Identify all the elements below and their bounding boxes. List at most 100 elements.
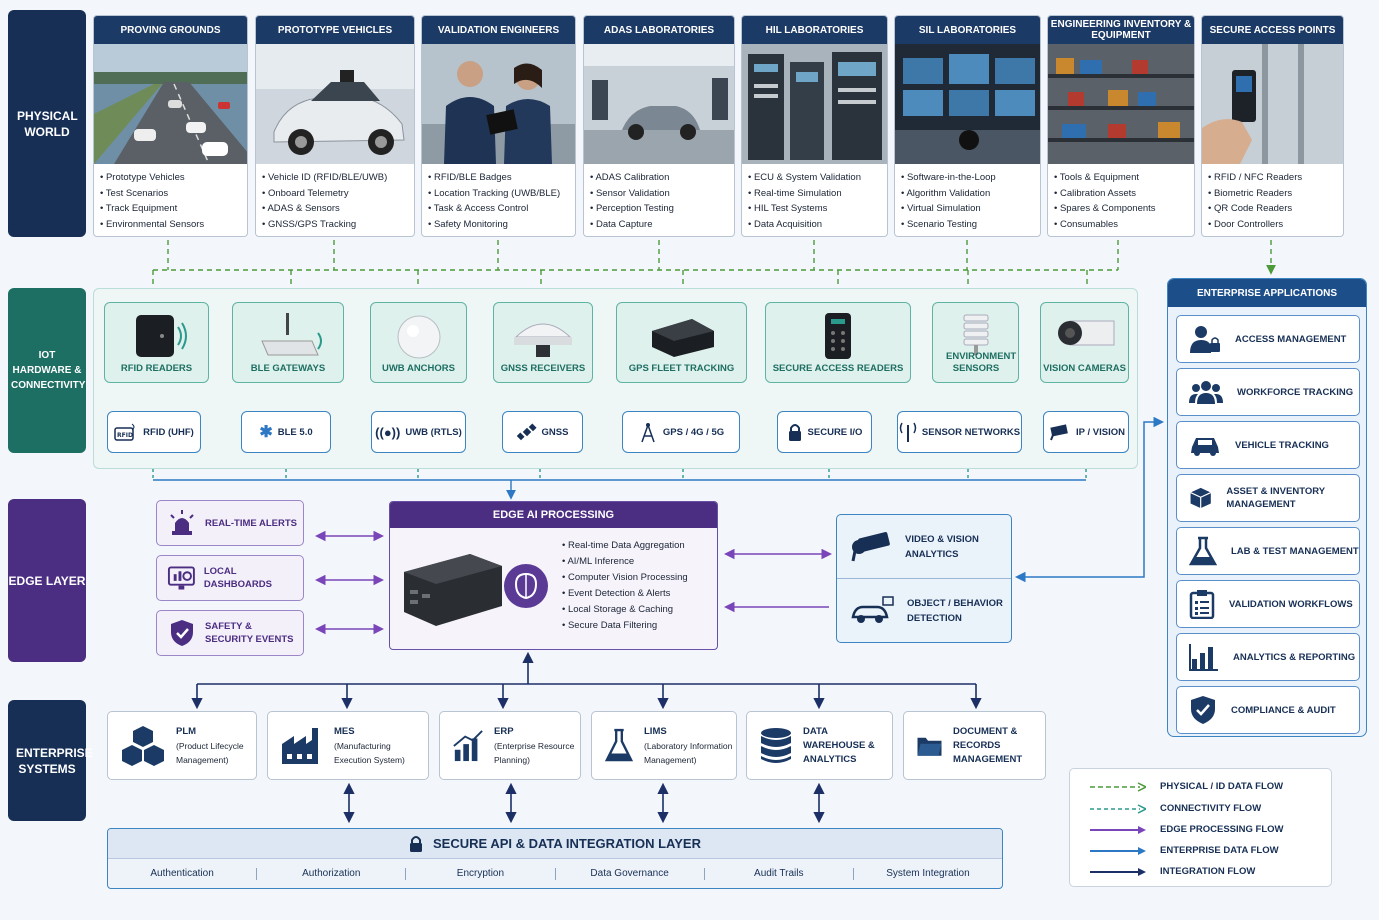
edge-main-title: EDGE AI PROCESSING: [390, 502, 717, 528]
green-dashed-arrow-icon: [1090, 781, 1146, 792]
dashboard-monitor-icon: [167, 566, 195, 590]
system-title: DATA WAREHOUSE & ANALYTICS: [803, 725, 875, 765]
edge-side-label: SAFETY & SECURITY EVENTS: [205, 621, 294, 645]
card-title: PROTOTYPE VEHICLES: [256, 16, 414, 44]
layer-label-enterprise: ENTERPRISE SYSTEMS: [8, 700, 93, 821]
protocol-ip-vision: IP / VISION: [1043, 411, 1129, 453]
device-label: UWB ANCHORS: [381, 363, 455, 374]
device-label: VISION CAMERAS: [1043, 363, 1126, 374]
api-feature: Authorization: [257, 867, 407, 880]
edge-main-item: Computer Vision Processing: [562, 570, 688, 586]
card-title: ADAS LABORATORIES: [584, 16, 734, 44]
system-erp: ERP(Enterprise Resource Planning): [439, 711, 581, 780]
bar-chart-icon: [453, 729, 483, 761]
card-item: GNSS/GPS Tracking: [262, 217, 408, 233]
card-prototype-vehicles: PROTOTYPE VEHICLES Vehicle ID (RFID/BLE/…: [255, 15, 415, 237]
adas-lab-image: [584, 44, 734, 164]
protocol-label: IP / VISION: [1076, 426, 1125, 438]
protocol-ble: ✱ BLE 5.0: [241, 411, 331, 453]
lab-flask-icon: [604, 728, 634, 761]
object-behavior-detection: OBJECT / BEHAVIOR DETECTION: [837, 579, 1011, 642]
lock-icon: [410, 835, 423, 852]
keypad-reader-icon: [825, 313, 851, 359]
card-item: ECU & System Validation: [748, 170, 881, 186]
device-ble-gateways: BLE GATEWAYS: [232, 302, 344, 383]
car-icon: [1191, 438, 1219, 456]
edge-main-item: AI/ML Inference: [562, 554, 688, 570]
proving-grounds-image: [94, 44, 247, 164]
protocol-secure-io: SECURE I/O: [777, 411, 872, 453]
validation-engineers-image: [422, 44, 575, 164]
app-vehicle-tracking: VEHICLE TRACKING: [1176, 421, 1360, 469]
api-features-row: Authentication Authorization Encryption …: [108, 859, 1002, 888]
legend-item: EDGE PROCESSING FLOW: [1090, 824, 1284, 835]
system-subtitle: (Product Lifecycle Management): [176, 740, 244, 765]
api-layer-header: SECURE API & DATA INTEGRATION LAYER: [108, 829, 1002, 859]
vision-camera-icon: [1057, 320, 1114, 346]
card-item: Track Equipment: [100, 201, 241, 217]
legend: PHYSICAL / ID DATA FLOW CONNECTIVITY FLO…: [1069, 768, 1332, 887]
cctv-camera-icon: [851, 531, 890, 561]
card-item: ADAS & Sensors: [262, 201, 408, 217]
system-plm: PLM(Product Lifecycle Management): [107, 711, 257, 780]
app-label: WORKFORCE TRACKING: [1237, 386, 1354, 398]
system-subtitle: (Manufacturing Execution System): [334, 740, 405, 765]
sensor-antenna-icon: [899, 422, 917, 442]
hil-lab-image: [742, 44, 887, 164]
users-group-icon: [1189, 381, 1223, 404]
database-icon: [761, 727, 791, 763]
secure-api-layer: SECURE API & DATA INTEGRATION LAYER Auth…: [107, 828, 1003, 889]
teal-dashed-arrow-icon: [1090, 803, 1146, 814]
app-workforce-tracking: WORKFORCE TRACKING: [1176, 368, 1360, 416]
card-item: Biometric Readers: [1208, 186, 1337, 202]
legend-label: PHYSICAL / ID DATA FLOW: [1160, 781, 1284, 792]
layer-label-physical: PHYSICAL WORLD: [8, 10, 86, 237]
app-label: ANALYTICS & REPORTING: [1233, 651, 1356, 663]
edge-local-dashboards: LOCAL DASHBOARDS: [156, 555, 304, 601]
app-analytics-reporting: ANALYTICS & REPORTING: [1176, 633, 1360, 681]
card-item: Door Controllers: [1208, 217, 1337, 233]
device-vision-cameras: VISION CAMERAS: [1040, 302, 1129, 383]
api-layer-title: SECURE API & DATA INTEGRATION LAYER: [433, 836, 701, 851]
system-subtitle: (Enterprise Resource Planning): [494, 740, 575, 765]
lock-icon: [788, 424, 801, 441]
vision-label: OBJECT / BEHAVIOR DETECTION: [907, 598, 1003, 624]
sil-lab-image: [895, 44, 1040, 164]
clipboard-checklist-icon: [1189, 590, 1215, 619]
rfid-reader-icon: [135, 315, 187, 357]
protocol-label: SENSOR NETWORKS: [921, 426, 1021, 438]
app-label: VALIDATION WORKFLOWS: [1229, 598, 1353, 610]
card-item: RFID/BLE Badges: [428, 170, 569, 186]
app-access-management: ACCESS MANAGEMENT: [1176, 315, 1360, 363]
protocol-rfid-uhf: RFID RFID (UHF): [107, 411, 201, 453]
legend-label: INTEGRATION FLOW: [1160, 866, 1256, 877]
edge-ai-processing: EDGE AI PROCESSING Real-time Data Aggreg…: [389, 501, 718, 650]
access-reader-image: [1202, 44, 1343, 164]
card-item: RFID / NFC Readers: [1208, 170, 1337, 186]
edge-main-item: Real-time Data Aggregation: [562, 538, 688, 554]
card-item: Perception Testing: [590, 201, 728, 217]
card-item: QR Code Readers: [1208, 201, 1337, 217]
system-title: MES: [334, 725, 355, 737]
card-item: Calibration Assets: [1054, 186, 1188, 202]
device-label: RFID READERS: [120, 363, 193, 374]
layer-label-iot: IOT HARDWARE & CONNECTIVITY: [8, 288, 86, 453]
prototype-vehicle-image: [256, 44, 414, 164]
protocol-label: RFID (UHF): [143, 426, 194, 438]
api-feature: Audit Trails: [705, 867, 854, 880]
bluetooth-icon: ✱: [259, 424, 273, 441]
edge-main-item: Local Storage & Caching: [562, 602, 688, 618]
legend-item: INTEGRATION FLOW: [1090, 866, 1255, 877]
card-engineering-inventory: ENGINEERING INVENTORY & EQUIPMENT Tools …: [1047, 15, 1195, 237]
device-gps-fleet-tracking: GPS FLEET TRACKING: [616, 302, 747, 383]
layer-label-edge: EDGE LAYER: [8, 499, 86, 662]
card-sil-laboratories: SIL LABORATORIES Software-in-the-Loop Al…: [894, 15, 1041, 237]
app-label: COMPLIANCE & AUDIT: [1231, 704, 1336, 716]
layer-enterprise-text: ENTERPRISE SYSTEMS: [16, 745, 93, 776]
edge-main-item: Event Detection & Alerts: [562, 586, 688, 602]
device-label: ENVIRONMENT SENSORS: [946, 351, 1017, 374]
card-item: Sensor Validation: [590, 186, 728, 202]
device-rfid-readers: RFID READERS: [104, 302, 209, 383]
satellite-icon: [516, 423, 537, 441]
shield-check-icon: [1191, 696, 1215, 724]
